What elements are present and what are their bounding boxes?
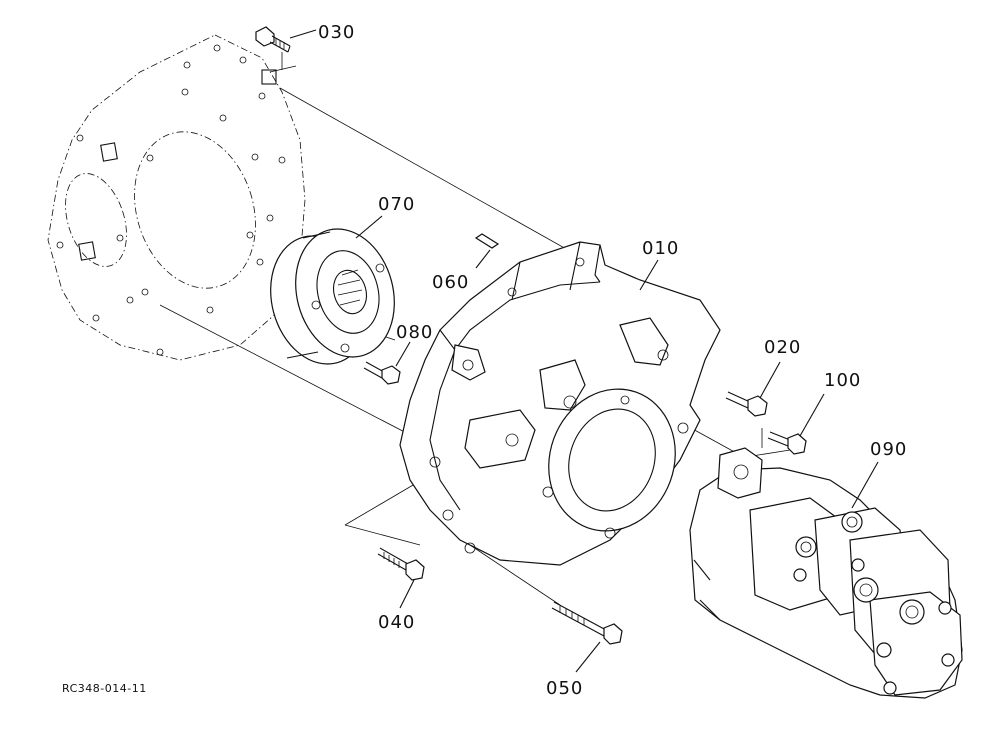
- callout-050: 050: [546, 678, 583, 699]
- callout-080: 080: [396, 322, 433, 343]
- drawing-code: RC348-014-11: [62, 682, 147, 695]
- callout-040: 040: [378, 612, 415, 633]
- callout-070: 070: [378, 194, 415, 215]
- callout-010: 010: [642, 238, 679, 259]
- callout-090: 090: [870, 439, 907, 460]
- housing-010: [399, 241, 721, 566]
- bolt-020: [725, 361, 781, 417]
- part-callouts: 030 070 010 060 080 020 100 090 040 050: [318, 22, 907, 699]
- pump-090: [689, 447, 963, 699]
- flywheel-housing-plate: [47, 34, 306, 361]
- callout-020: 020: [764, 337, 801, 358]
- bolt-040: [377, 547, 425, 609]
- bolt-050: [551, 601, 623, 673]
- callout-060: 060: [432, 272, 469, 293]
- pin-060: [474, 233, 500, 269]
- coupling-070: [270, 215, 395, 365]
- bolt-100: [751, 393, 825, 457]
- callout-030: 030: [318, 22, 355, 43]
- bolt-080: [363, 341, 411, 385]
- bolt-030: [255, 26, 317, 73]
- callout-100: 100: [824, 370, 861, 391]
